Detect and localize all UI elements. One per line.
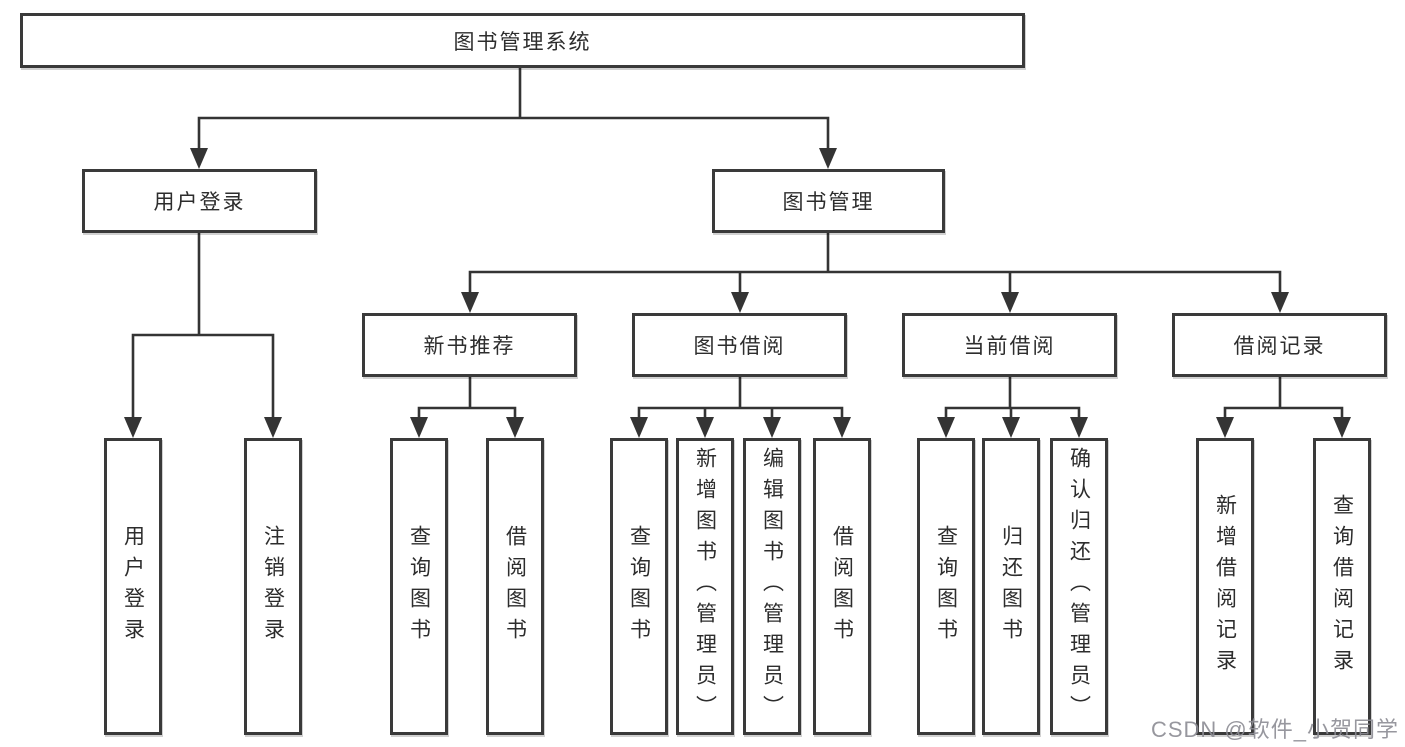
node-user-login-action: 用户登录	[104, 438, 162, 735]
node-query-books-borrow: 查询图书	[610, 438, 668, 735]
node-label: 新增图书（管理员）	[693, 447, 717, 726]
node-label: 借阅图书	[830, 524, 854, 649]
node-label: 用户登录	[153, 191, 246, 214]
node-add-books-admin: 新增图书（管理员）	[676, 438, 734, 735]
node-confirm-return-admin: 确认归还（管理员）	[1050, 438, 1108, 735]
node-query-books-recommend: 查询图书	[390, 438, 448, 735]
node-label: 归还图书	[999, 524, 1023, 649]
node-label: 借阅图书	[503, 524, 527, 649]
node-current-borrow: 当前借阅	[902, 313, 1117, 377]
node-label: 编辑图书（管理员）	[760, 447, 784, 726]
node-label: 新增借阅记录	[1213, 493, 1237, 680]
csdn-watermark: CSDN @软件_小贺同学	[1150, 717, 1399, 742]
node-new-book-recommend: 新书推荐	[362, 313, 577, 377]
node-label: 新书推荐	[423, 335, 516, 358]
node-query-books-current: 查询图书	[917, 438, 975, 735]
node-label: 当前借阅	[963, 335, 1056, 358]
node-borrow-books-recommend: 借阅图书	[486, 438, 544, 735]
node-label: 图书管理	[782, 191, 875, 214]
node-label: 查询图书	[627, 524, 651, 649]
node-label: 查询图书	[934, 524, 958, 649]
node-book-management: 图书管理	[712, 169, 945, 233]
node-label: 用户登录	[121, 524, 145, 649]
node-edit-books-admin: 编辑图书（管理员）	[743, 438, 801, 735]
node-label: 图书管理系统	[453, 30, 592, 54]
node-user-login: 用户登录	[82, 169, 317, 233]
node-book-borrow: 图书借阅	[632, 313, 847, 377]
node-add-borrow-record: 新增借阅记录	[1196, 438, 1254, 735]
node-label: 查询借阅记录	[1330, 493, 1354, 680]
node-library-management-system: 图书管理系统	[20, 13, 1025, 68]
node-return-books: 归还图书	[982, 438, 1040, 735]
node-label: 确认归还（管理员）	[1067, 447, 1091, 726]
node-label: 图书借阅	[693, 335, 786, 358]
node-label: 借阅记录	[1233, 335, 1326, 358]
node-logout-action: 注销登录	[244, 438, 302, 735]
node-borrow-books-action: 借阅图书	[813, 438, 871, 735]
node-borrow-records: 借阅记录	[1172, 313, 1387, 377]
node-label: 查询图书	[407, 524, 431, 649]
node-label: 注销登录	[261, 524, 285, 649]
node-query-borrow-record: 查询借阅记录	[1313, 438, 1371, 735]
